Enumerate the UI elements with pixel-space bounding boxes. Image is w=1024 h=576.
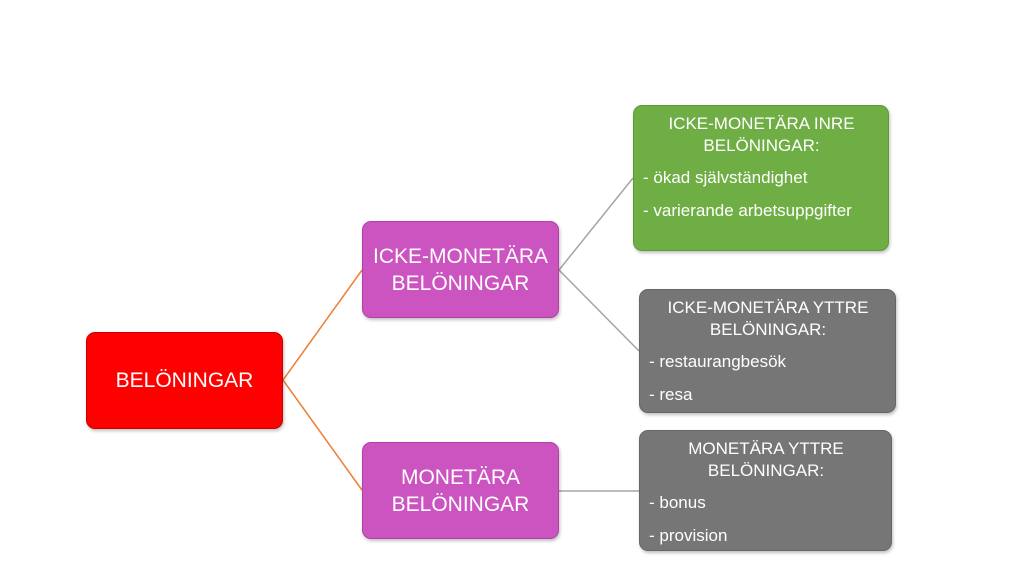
branch-node-label-line: BELÖNINGAR	[391, 271, 530, 295]
leaf-list-item: - varierande arbetsuppgifter	[643, 201, 852, 220]
leaf-title-line: BELÖNINGAR:	[709, 320, 827, 339]
leaf-list-item: - restaurangbesök	[649, 352, 787, 371]
connector-root-to-icke-monetara	[282, 269, 363, 381]
connector-root-to-monetara	[282, 379, 363, 491]
root-node-label: BELÖNINGAR	[115, 368, 254, 392]
leaf-node-icke-monetara-inre: ICKE-MONETÄRA INRE BELÖNINGAR: - ökad sj…	[633, 105, 889, 251]
leaf-node-title: ICKE-MONETÄRA INRE BELÖNINGAR:	[643, 113, 880, 157]
branch-node-label-line: ICKE-MONETÄRA	[372, 244, 548, 268]
connector-icke-monetara-to-inre	[558, 177, 634, 271]
branch-node-monetara: MONETÄRA BELÖNINGAR	[362, 442, 559, 539]
leaf-node-title: MONETÄRA YTTRE BELÖNINGAR:	[649, 438, 883, 482]
leaf-node-monetara-yttre: MONETÄRA YTTRE BELÖNINGAR: - bonus - pro…	[639, 430, 892, 551]
leaf-title-line: BELÖNINGAR:	[707, 461, 825, 480]
branch-node-icke-monetara: ICKE-MONETÄRA BELÖNINGAR	[362, 221, 559, 318]
leaf-title-line: ICKE-MONETÄRA YTTRE	[667, 298, 869, 317]
connector-icke-monetara-to-yttre	[558, 269, 640, 352]
leaf-list-item: - ökad självständighet	[643, 168, 808, 187]
leaf-title-line: MONETÄRA YTTRE	[688, 439, 844, 458]
leaf-title-line: ICKE-MONETÄRA INRE	[668, 114, 855, 133]
leaf-node-title: ICKE-MONETÄRA YTTRE BELÖNINGAR:	[649, 297, 887, 341]
branch-node-label-line: MONETÄRA	[400, 465, 520, 489]
leaf-title-line: BELÖNINGAR:	[703, 136, 820, 155]
branch-node-label-line: BELÖNINGAR	[391, 492, 530, 516]
leaf-node-icke-monetara-yttre: ICKE-MONETÄRA YTTRE BELÖNINGAR: - restau…	[639, 289, 896, 413]
leaf-list-item: - provision	[649, 526, 728, 545]
leaf-list-item: - resa	[649, 385, 693, 404]
leaf-list-item: - bonus	[649, 493, 706, 512]
root-node-beloningar: BELÖNINGAR	[86, 332, 283, 429]
